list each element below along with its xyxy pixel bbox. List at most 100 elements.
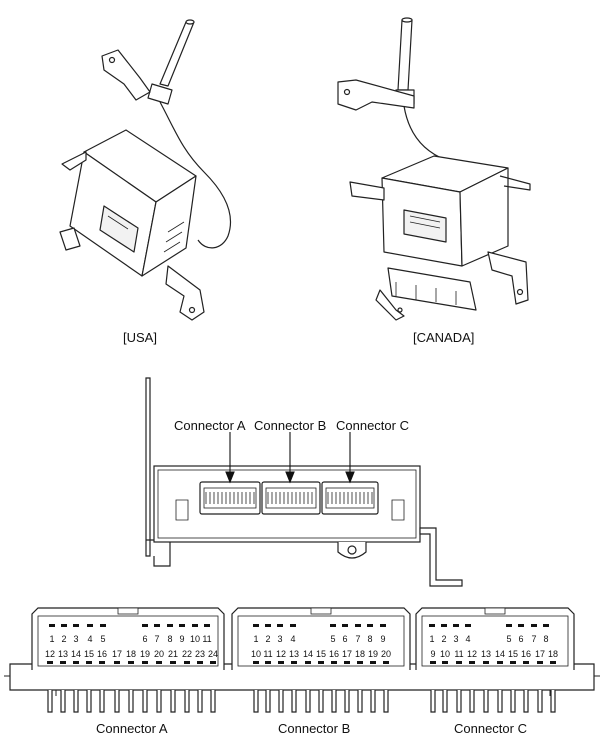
- usa-antenna-rod: [159, 21, 195, 87]
- caption-canada: [CANADA]: [413, 330, 475, 345]
- pin-slot-c-14: [497, 661, 503, 664]
- pin-slot-a-20: [156, 661, 162, 664]
- pin-slot-c-16: [523, 661, 529, 664]
- connector-leg: [291, 690, 297, 713]
- pin-slot-c-4: [465, 624, 471, 627]
- pin-slot-b-18: [357, 661, 363, 664]
- pin-number-a-1: 1: [49, 634, 54, 644]
- pin-slot-b-5: [330, 624, 336, 627]
- connector-leg: [357, 690, 363, 713]
- pin-slot-c-18: [550, 661, 556, 664]
- pin-number-b-19: 19: [368, 649, 378, 659]
- connector-leg: [370, 690, 376, 713]
- connector-leg: [383, 690, 389, 713]
- caption-usa: [USA]: [123, 330, 157, 345]
- callout-arrows: [225, 432, 355, 484]
- connector-leg: [114, 690, 120, 713]
- pin-number-c-15: 15: [508, 649, 518, 659]
- side-view-connector-c: [321, 481, 379, 515]
- pin-number-a-6: 6: [142, 634, 147, 644]
- pin-slot-a-4: [87, 624, 93, 627]
- pin-number-a-13: 13: [58, 649, 68, 659]
- pin-slot-a-6: [142, 624, 148, 627]
- connector-leg: [253, 690, 259, 713]
- connector-leg: [86, 690, 92, 713]
- connector-leg: [99, 690, 105, 713]
- pin-number-a-19: 19: [140, 649, 150, 659]
- pin-number-c-1: 1: [429, 634, 434, 644]
- pin-number-b-4: 4: [290, 634, 295, 644]
- pinout-label-connector-b: Connector B: [278, 721, 350, 736]
- callout-connector-c: Connector C: [336, 418, 409, 433]
- pin-number-c-12: 12: [467, 649, 477, 659]
- pin-slot-b-20: [383, 661, 389, 664]
- pin-number-a-9: 9: [179, 634, 184, 644]
- side-view-connector-b: [261, 481, 321, 515]
- pin-number-a-11: 11: [202, 634, 211, 644]
- pin-slot-b-8: [367, 624, 373, 627]
- pin-number-b-7: 7: [355, 634, 360, 644]
- pin-slot-c-8: [543, 624, 549, 627]
- pin-slot-c-2: [441, 624, 447, 627]
- connector-leg: [305, 690, 311, 713]
- pin-slot-a-18: [128, 661, 134, 664]
- pin-slot-a-13: [60, 661, 66, 664]
- connector-legs: [47, 690, 556, 713]
- connector-leg: [550, 690, 556, 713]
- pin-number-c-4: 4: [465, 634, 470, 644]
- connector-leg: [430, 690, 436, 713]
- pin-number-a-4: 4: [87, 634, 92, 644]
- pin-number-b-2: 2: [265, 634, 270, 644]
- pin-number-b-16: 16: [329, 649, 339, 659]
- pin-slot-a-1: [49, 624, 55, 627]
- pin-number-a-3: 3: [73, 634, 78, 644]
- pin-number-b-12: 12: [276, 649, 286, 659]
- pin-number-b-18: 18: [355, 649, 365, 659]
- pin-slot-b-2: [265, 624, 271, 627]
- pin-number-c-18: 18: [548, 649, 558, 659]
- pin-slot-b-7: [355, 624, 361, 627]
- canada-lower-bracket: [387, 267, 477, 311]
- pin-slot-a-15: [86, 661, 92, 664]
- pin-number-a-10: 10: [190, 634, 200, 644]
- pin-number-a-18: 18: [126, 649, 136, 659]
- pin-slot-a-9: [179, 624, 185, 627]
- pin-slot-c-13: [483, 661, 489, 664]
- pin-slot-b-15: [318, 661, 324, 664]
- usa-module-illustration: [59, 19, 232, 321]
- pin-slot-a-8: [167, 624, 173, 627]
- connector-leg: [537, 690, 543, 713]
- pin-slot-a-10: [192, 624, 198, 627]
- connector-leg: [278, 690, 284, 713]
- pin-number-a-23: 23: [195, 649, 205, 659]
- pin-number-c-10: 10: [440, 649, 450, 659]
- pin-number-c-5: 5: [506, 634, 511, 644]
- pin-slot-c-1: [429, 624, 435, 627]
- pin-slot-a-16: [99, 661, 105, 664]
- connector-leg: [156, 690, 162, 713]
- pin-number-b-15: 15: [316, 649, 326, 659]
- pin-slot-b-1: [253, 624, 259, 627]
- connector-leg: [73, 690, 79, 713]
- pin-number-c-6: 6: [518, 634, 523, 644]
- pin-number-b-11: 11: [263, 649, 272, 659]
- pin-number-b-13: 13: [289, 649, 299, 659]
- connector-leg: [128, 690, 134, 713]
- pin-number-c-11: 11: [454, 649, 463, 659]
- pin-number-b-1: 1: [253, 634, 258, 644]
- pin-number-b-8: 8: [367, 634, 372, 644]
- pin-slot-c-7: [531, 624, 537, 627]
- pin-number-a-2: 2: [61, 634, 66, 644]
- pin-slot-c-5: [506, 624, 512, 627]
- usa-antenna-cable: [159, 101, 232, 249]
- pin-number-b-20: 20: [381, 649, 391, 659]
- connector-leg: [184, 690, 190, 713]
- pin-slot-a-2: [61, 624, 67, 627]
- pin-number-a-22: 22: [182, 649, 192, 659]
- pin-number-a-20: 20: [154, 649, 164, 659]
- connector-leg: [170, 690, 176, 713]
- connector-leg: [142, 690, 148, 713]
- connector-leg: [197, 690, 203, 713]
